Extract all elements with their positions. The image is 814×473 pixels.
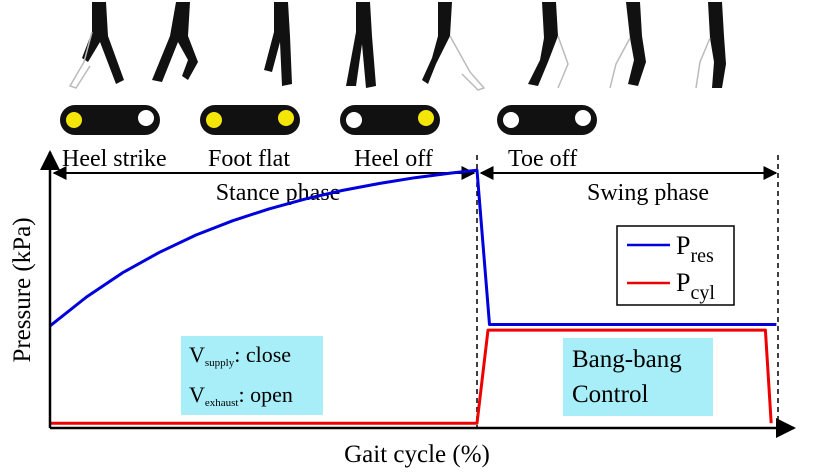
walking-figure-5 <box>422 2 486 91</box>
legend: Pres Pcyl <box>616 225 735 306</box>
valve-state-box-bg <box>181 336 323 415</box>
legend-label-p-cyl-base: P <box>676 268 690 297</box>
valve-supply-line: Vsupply: close <box>189 342 291 369</box>
valve-exhaust-base: V <box>189 382 205 407</box>
swing-phase-label: Swing phase <box>587 180 709 206</box>
insole-icon-heel-off <box>340 105 440 135</box>
event-label-toe-off: Toe off <box>508 146 577 172</box>
series-layer <box>49 168 777 425</box>
toe-sensor <box>278 110 294 126</box>
toe-sensor <box>418 110 434 126</box>
valve-state-box: Vsupply: close Vexhaust: open <box>181 336 323 415</box>
legend-label-p-cyl-sub: cyl <box>690 282 715 304</box>
legend-label-p-res: Pres <box>676 231 714 267</box>
control-mode-line1: Bang-bang <box>572 346 682 373</box>
valve-supply-state: : close <box>234 342 291 367</box>
walking-figure-4 <box>346 2 376 88</box>
series-line-p-res <box>49 168 777 328</box>
toe-sensor <box>575 110 591 126</box>
valve-supply-sub: supply <box>205 357 235 369</box>
walking-figure-2 <box>152 2 198 82</box>
walking-silhouettes <box>68 2 726 91</box>
heel-sensor <box>346 112 362 128</box>
insole-icon-toe-off <box>497 105 597 135</box>
toe-sensor <box>138 110 154 126</box>
insole-icon-foot-flat <box>200 105 300 135</box>
insole-sole <box>340 105 440 135</box>
valve-exhaust-sub: exhaust <box>205 397 239 409</box>
legend-label-p-cyl: Pcyl <box>676 268 715 304</box>
insole-icon-heel-strike <box>60 105 160 135</box>
walking-figure-1 <box>68 2 124 89</box>
event-label-heel-off: Heel off <box>354 146 433 172</box>
control-mode-line2: Control <box>572 381 648 408</box>
insole-sole <box>200 105 300 135</box>
y-axis-label: Pressure (kPa) <box>9 217 36 362</box>
valve-supply-base: V <box>189 342 205 367</box>
legend-label-p-res-sub: res <box>690 245 714 267</box>
heel-sensor <box>66 112 82 128</box>
legend-label-p-res-base: P <box>676 231 690 260</box>
heel-sensor <box>503 112 519 128</box>
control-mode-box: Bang-bang Control <box>563 338 713 416</box>
legend-box <box>616 225 735 306</box>
gait-event-labels: Heel strike Foot flat Heel off Toe off <box>62 146 577 172</box>
insole-sole <box>60 105 160 135</box>
walking-figure-7 <box>609 2 646 89</box>
heel-sensor <box>206 112 222 128</box>
stance-phase-label: Stance phase <box>216 180 341 206</box>
valve-exhaust-line: Vexhaust: open <box>189 382 293 409</box>
series-line-p-cyl <box>50 328 773 425</box>
walking-figure-8 <box>695 2 726 89</box>
insole-sole <box>497 105 597 135</box>
x-axis-label: Gait cycle (%) <box>344 441 490 468</box>
event-label-heel-strike: Heel strike <box>62 146 167 172</box>
event-label-foot-flat: Foot flat <box>208 146 290 172</box>
insole-icons <box>60 105 597 135</box>
control-mode-box-bg <box>563 338 713 416</box>
walking-figure-6 <box>528 2 569 89</box>
valve-exhaust-state: : open <box>239 382 293 407</box>
walking-figure-3 <box>264 2 292 86</box>
